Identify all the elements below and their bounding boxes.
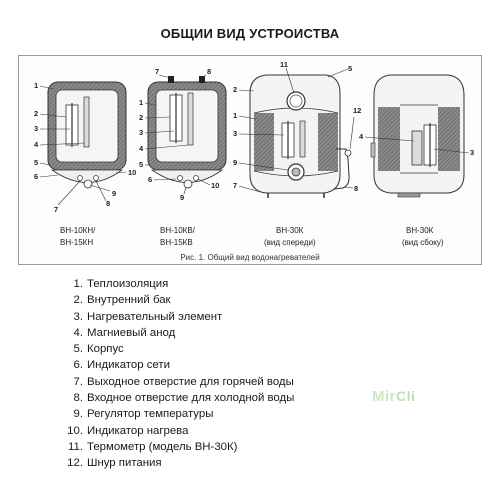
list-item: 10.Индикатор нагрева [67, 424, 189, 437]
model-caption-1-line2: ВН-15КН [60, 238, 93, 247]
callout-2b: 2 [139, 113, 143, 122]
callout-7b: 7 [155, 67, 159, 76]
parts-list: 1.Теплоизоляция 2.Внутренний бак 3.Нагре… [62, 276, 294, 472]
callout-10b: 10 [211, 181, 219, 190]
list-item: 4.Магниевый анод [73, 326, 176, 339]
list-item: 12.Шнур питания [67, 457, 162, 470]
callout-4b: 4 [139, 144, 144, 153]
callout-3c: 3 [233, 129, 237, 138]
callout-8: 8 [106, 199, 110, 208]
callout-3: 3 [34, 124, 38, 133]
callout-3d: 3 [470, 148, 474, 157]
list-item: 9.Регулятор температуры [73, 408, 214, 421]
callout-9: 9 [112, 189, 116, 198]
callout-4: 4 [34, 140, 39, 149]
model-caption-3-line2: (вид спереди) [264, 238, 316, 247]
callout-3b: 3 [139, 128, 143, 137]
callout-2c: 2 [233, 85, 237, 94]
callout-5b: 5 [139, 160, 143, 169]
list-item: 8.Входное отверстие для холодной воды [73, 392, 295, 405]
list-item: 6.Индикатор сети [73, 359, 170, 372]
callout-6b: 6 [148, 175, 152, 184]
callout-9c: 9 [233, 158, 237, 167]
model-caption-4-line2: (вид сбоку) [402, 238, 444, 247]
list-item: 3.Нагревательный элемент [73, 310, 223, 323]
figure-caption: Рис. 1. Общий вид водонагревателей [180, 253, 320, 262]
callout-6: 6 [34, 172, 38, 181]
list-item: 7.Выходное отверстие для горячей воды [73, 375, 294, 388]
callout-1c: 1 [233, 111, 237, 120]
heater-30k-side: 4 3 ВН-30К (вид сбоку) [359, 74, 474, 247]
callout-10: 10 [128, 168, 136, 177]
list-item: 5.Корпус [73, 343, 124, 356]
callout-1b: 1 [139, 98, 143, 107]
callout-7: 7 [54, 205, 58, 214]
callout-8b: 8 [207, 67, 211, 76]
model-caption-2-line2: ВН-15КВ [160, 238, 193, 247]
callout-12: 12 [353, 106, 361, 115]
callout-4d: 4 [359, 132, 364, 141]
model-caption-1-line1: ВН-10КН/ [60, 226, 96, 235]
callout-9b: 9 [180, 193, 184, 202]
callout-7c: 7 [233, 181, 237, 190]
device-diagram: 1 2 3 4 5 6 7 8 9 10 ВН-10КН/ [18, 55, 482, 265]
callout-5c: 5 [348, 64, 352, 73]
model-caption-4-line1: ВН-30К [406, 226, 434, 235]
callout-1: 1 [34, 81, 38, 90]
watermark-logo: MirCli [372, 388, 416, 405]
model-caption-2-line1: ВН-10КВ/ [160, 226, 196, 235]
page-title: ОБЩИИ ВИД УСТРОИСТВА [160, 26, 340, 41]
heater-kv: 7 8 1 2 3 4 5 6 9 10 ВН-10КВ/ [139, 67, 227, 247]
list-item: 1.Теплоизоляция [73, 278, 169, 290]
model-caption-3-line1: ВН-30К [276, 226, 304, 235]
heater-kn: 1 2 3 4 5 6 7 8 9 10 ВН-10КН/ [34, 81, 136, 247]
heater-30k-front: 11 5 2 1 3 9 7 12 8 ВН-30К (вид спереди) [233, 60, 361, 247]
callout-8c: 8 [354, 184, 358, 193]
callout-2: 2 [34, 109, 38, 118]
callout-11: 11 [280, 60, 288, 69]
list-item: 2.Внутренний бак [73, 294, 171, 307]
callout-5: 5 [34, 158, 38, 167]
list-item: 11.Термометр (модель ВН-30К) [68, 440, 238, 453]
